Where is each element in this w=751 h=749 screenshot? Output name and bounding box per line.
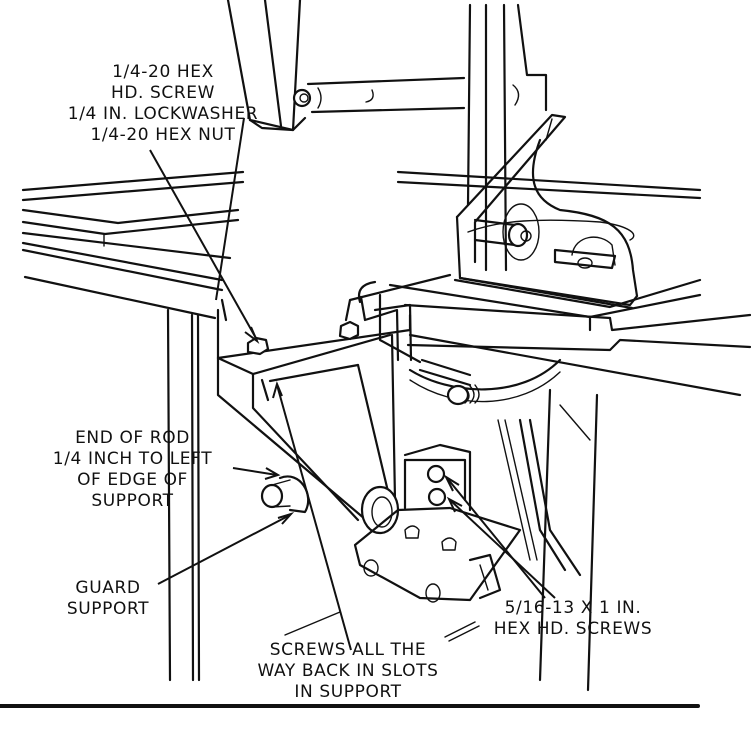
callout-line: 5/16-13 X 1 IN. [504,598,642,618]
callout-line: SUPPORT [66,599,150,619]
callout-line: END OF ROD [75,428,190,448]
callout-end-of-rod: END OF ROD 1/4 INCH TO LEFT OF EDGE OF S… [30,428,235,512]
trunnion-assembly [353,358,591,603]
callout-hex-hd-screws: 5/16-13 X 1 IN. HEX HD. SCREWS [484,598,662,640]
callout-leaders [149,117,556,651]
callout-line: 1/4-20 HEX NUT [90,125,236,145]
callout-guard-support: GUARD SUPPORT [58,578,158,620]
saw-stand-legs [166,298,599,692]
column-frame [466,3,548,272]
bracket-bolts [246,320,360,356]
callout-line: 1/4 INCH TO LEFT [52,449,213,469]
callout-hex-screw-hardware: 1/4-20 HEX HD. SCREW 1/4 IN. LOCKWASHER … [58,62,268,146]
rod-end [260,475,310,514]
callout-screws-in-slots: SCREWS ALL THE WAY BACK IN SLOTS IN SUPP… [238,640,458,703]
callout-line: GUARD [75,578,141,598]
bottom-rule-divider [0,704,700,708]
table-front-edge [357,280,751,397]
guard-rod [306,76,466,114]
callout-line: IN SUPPORT [294,682,402,702]
callout-line: SCREWS ALL THE [269,640,427,660]
callout-line: OF EDGE OF [77,470,188,490]
callout-line: HEX HD. SCREWS [493,619,653,639]
callout-line: HD. SCREW [110,83,216,103]
callout-line: 1/4-20 HEX [112,62,214,82]
saw-table [21,170,702,332]
upper-blade-guard [226,0,312,132]
callout-line: 1/4 IN. LOCKWASHER [67,104,259,124]
callout-line: SUPPORT [91,491,174,511]
callout-line: WAY BACK IN SLOTS [257,661,439,681]
combination-square [455,113,639,310]
guard-support-bracket [216,295,413,535]
